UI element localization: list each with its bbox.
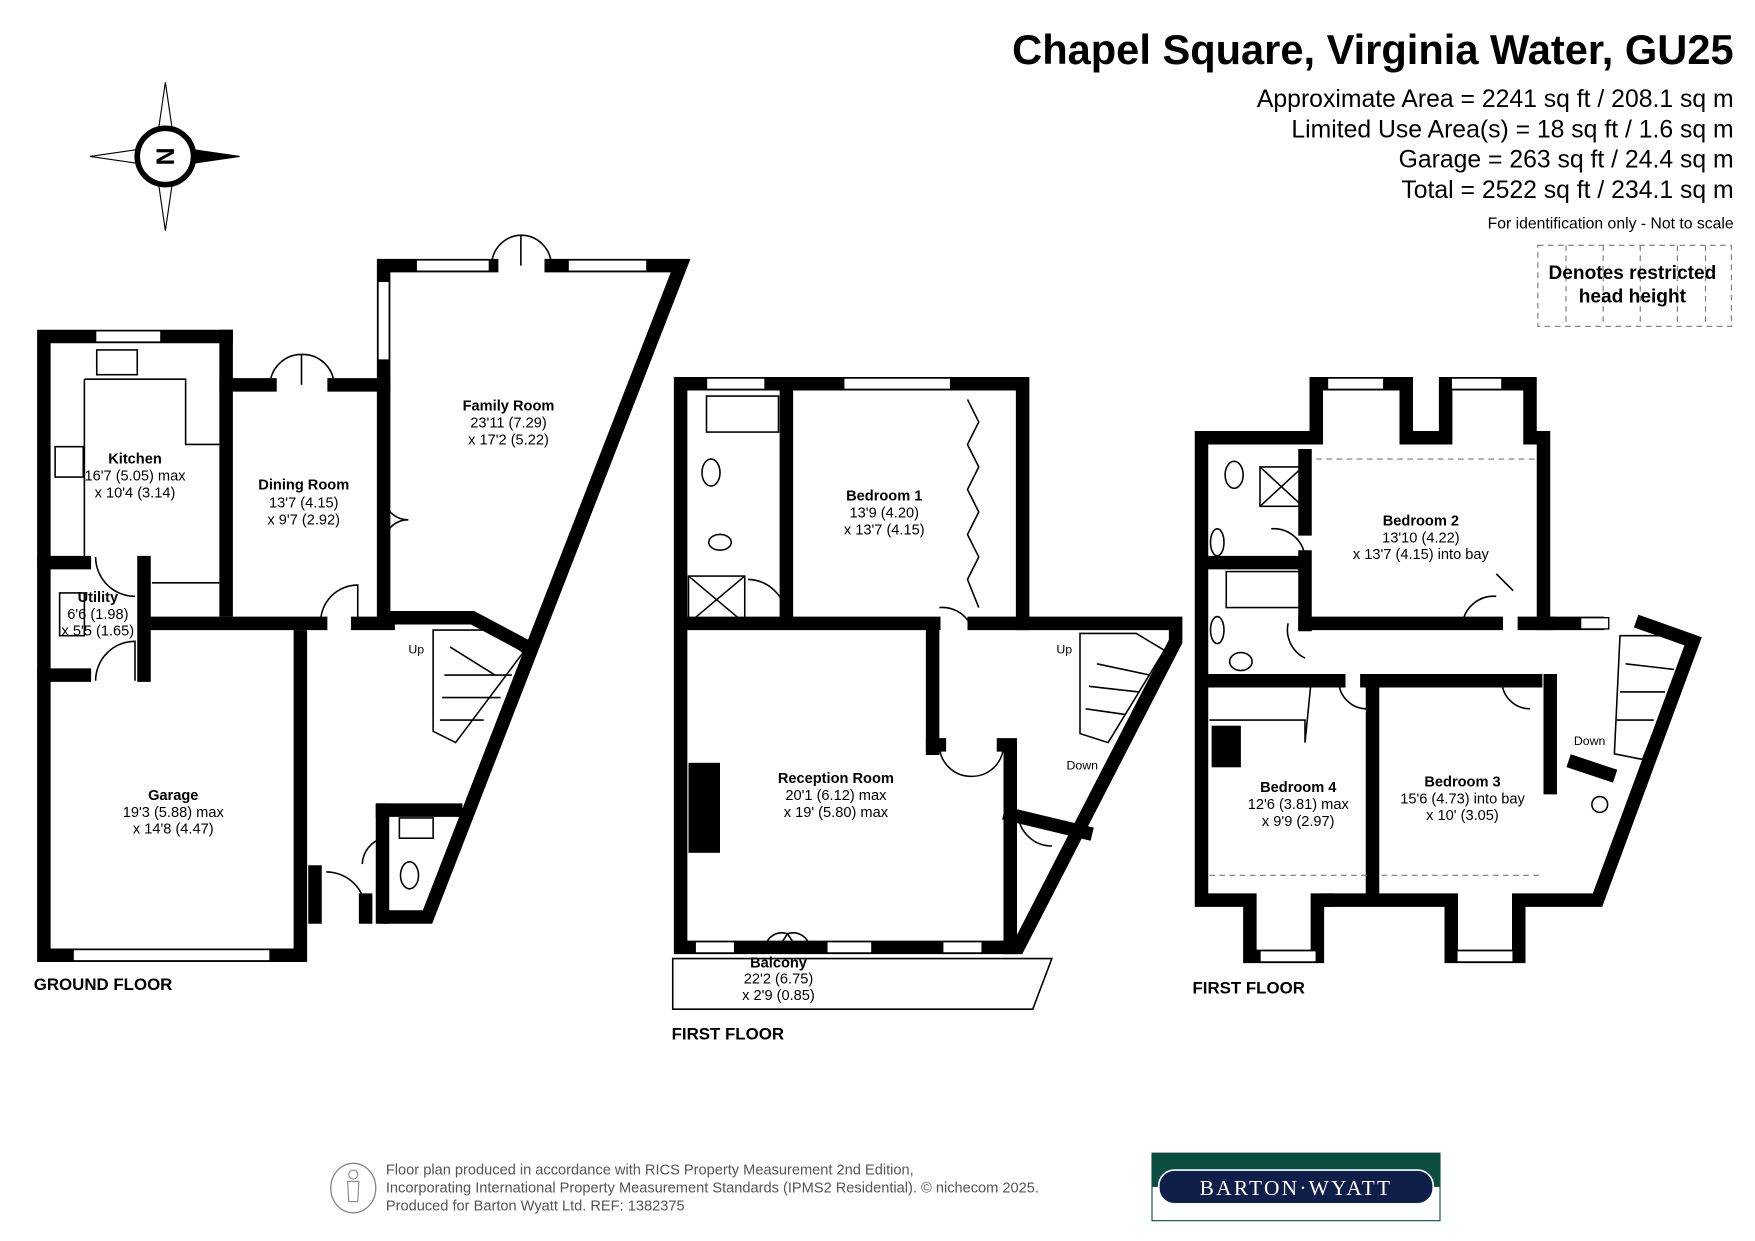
utility-label: Utility [78,590,119,606]
compass-north-letter: N [150,148,177,166]
footer-line-3: Produced for Barton Wyatt Ltd. REF: 1382… [386,1199,685,1215]
bedroom-4-dim1: 12'6 (3.81) max [1248,797,1350,813]
garage-area: Garage = 263 sq ft / 24.4 sq m [1399,147,1734,174]
bedroom-3-dim1: 15'6 (4.73) into bay [1400,791,1525,807]
first-floor-plan-b [1194,376,1702,964]
reception-room-label: Reception Room [778,771,894,787]
logo-text: BARTON·WYATT [1200,1176,1393,1200]
first-floor-title-a: FIRST FLOOR [672,1025,784,1044]
footer-line-2: Incorporating International Property Mea… [386,1181,1039,1197]
kitchen-dim1: 16'7 (5.05) max [84,468,186,484]
reception-room-dim2: x 19' (5.80) max [784,805,889,821]
bedroom-2-dim1: 13'10 (4.22) [1382,530,1460,546]
family-room-label: Family Room [463,399,555,415]
footer-line-1: Floor plan produced in accordance with R… [386,1163,914,1179]
balcony-dim2: x 2'9 (0.85) [742,988,815,1004]
utility-dim2: x 5'5 (1.65) [62,624,135,640]
total-area: Total = 2522 sq ft / 234.1 sq m [1401,177,1733,204]
utility-dim1: 6'6 (1.98) [67,607,128,623]
first-floor-a-labels: Bedroom 1 13'9 (4.20) x 13'7 (4.15) Rece… [672,489,1099,1044]
garage-dim1: 19'3 (5.88) max [123,805,225,821]
kitchen-dim2: x 10'4 (3.14) [95,485,176,501]
stairs-up-label: Up [1056,643,1072,657]
family-room-dim2: x 17'2 (5.22) [468,432,549,448]
rics-logo-icon [330,1162,377,1214]
property-title: Chapel Square, Virginia Water, GU25 [1012,26,1733,73]
bedroom-4-label: Bedroom 4 [1260,780,1337,796]
kitchen-label: Kitchen [108,452,162,468]
dining-room-label: Dining Room [258,477,349,493]
dining-room-dim2: x 9'7 (2.92) [267,512,340,528]
bedroom-2-dim2: x 13'7 (4.15) into bay [1353,547,1490,563]
stairs-down-label: Down [1574,734,1606,748]
first-floor-b-labels: Bedroom 2 13'10 (4.22) x 13'7 (4.15) int… [1193,513,1606,997]
approximate-area: Approximate Area = 2241 sq ft / 208.1 sq… [1257,86,1734,113]
balcony-dim1: 22'2 (6.75) [744,971,813,987]
bedroom-2-label: Bedroom 2 [1383,513,1459,529]
bedroom-1-label: Bedroom 1 [846,489,922,505]
reception-room-dim1: 20'1 (6.12) max [785,788,887,804]
balcony-label: Balcony [750,956,808,972]
bedroom-3-dim2: x 10' (3.05) [1426,808,1499,824]
garage-label: Garage [148,788,198,804]
restricted-height-legend: Denotes restricted head height [1537,244,1732,327]
ground-floor-labels: Kitchen 16'7 (5.05) max x 10'4 (3.14) Di… [34,399,555,994]
bedroom-1-dim1: 13'9 (4.20) [850,506,919,522]
compass-icon: N [89,82,240,231]
first-floor-plan-a [671,376,1183,1010]
garage-dim2: x 14'8 (4.47) [133,822,214,838]
limited-use-area: Limited Use Area(s) = 18 sq ft / 1.6 sq … [1291,116,1733,143]
bedroom-1-dim2: x 13'7 (4.15) [844,522,925,538]
ground-floor-title: GROUND FLOOR [34,975,173,994]
first-floor-title-b: FIRST FLOOR [1193,978,1305,997]
balcony-outline [671,957,1054,1010]
bedroom-3-label: Bedroom 3 [1424,774,1500,790]
family-room-dim1: 23'11 (7.29) [470,416,546,432]
stairs-down-label: Down [1066,759,1098,773]
dining-room-dim1: 13'7 (4.15) [269,495,338,511]
barton-wyatt-logo: BARTON·WYATT [1151,1152,1441,1222]
bedroom-4-dim2: x 9'9 (2.97) [1262,814,1335,830]
disclaimer: For identification only - Not to scale [1488,215,1734,232]
legend-line-1: Denotes restricted [1548,263,1716,284]
ground-floor-plan [37,234,691,962]
stairs-up-label: Up [408,643,424,657]
legend-line-2: head height [1579,287,1687,308]
